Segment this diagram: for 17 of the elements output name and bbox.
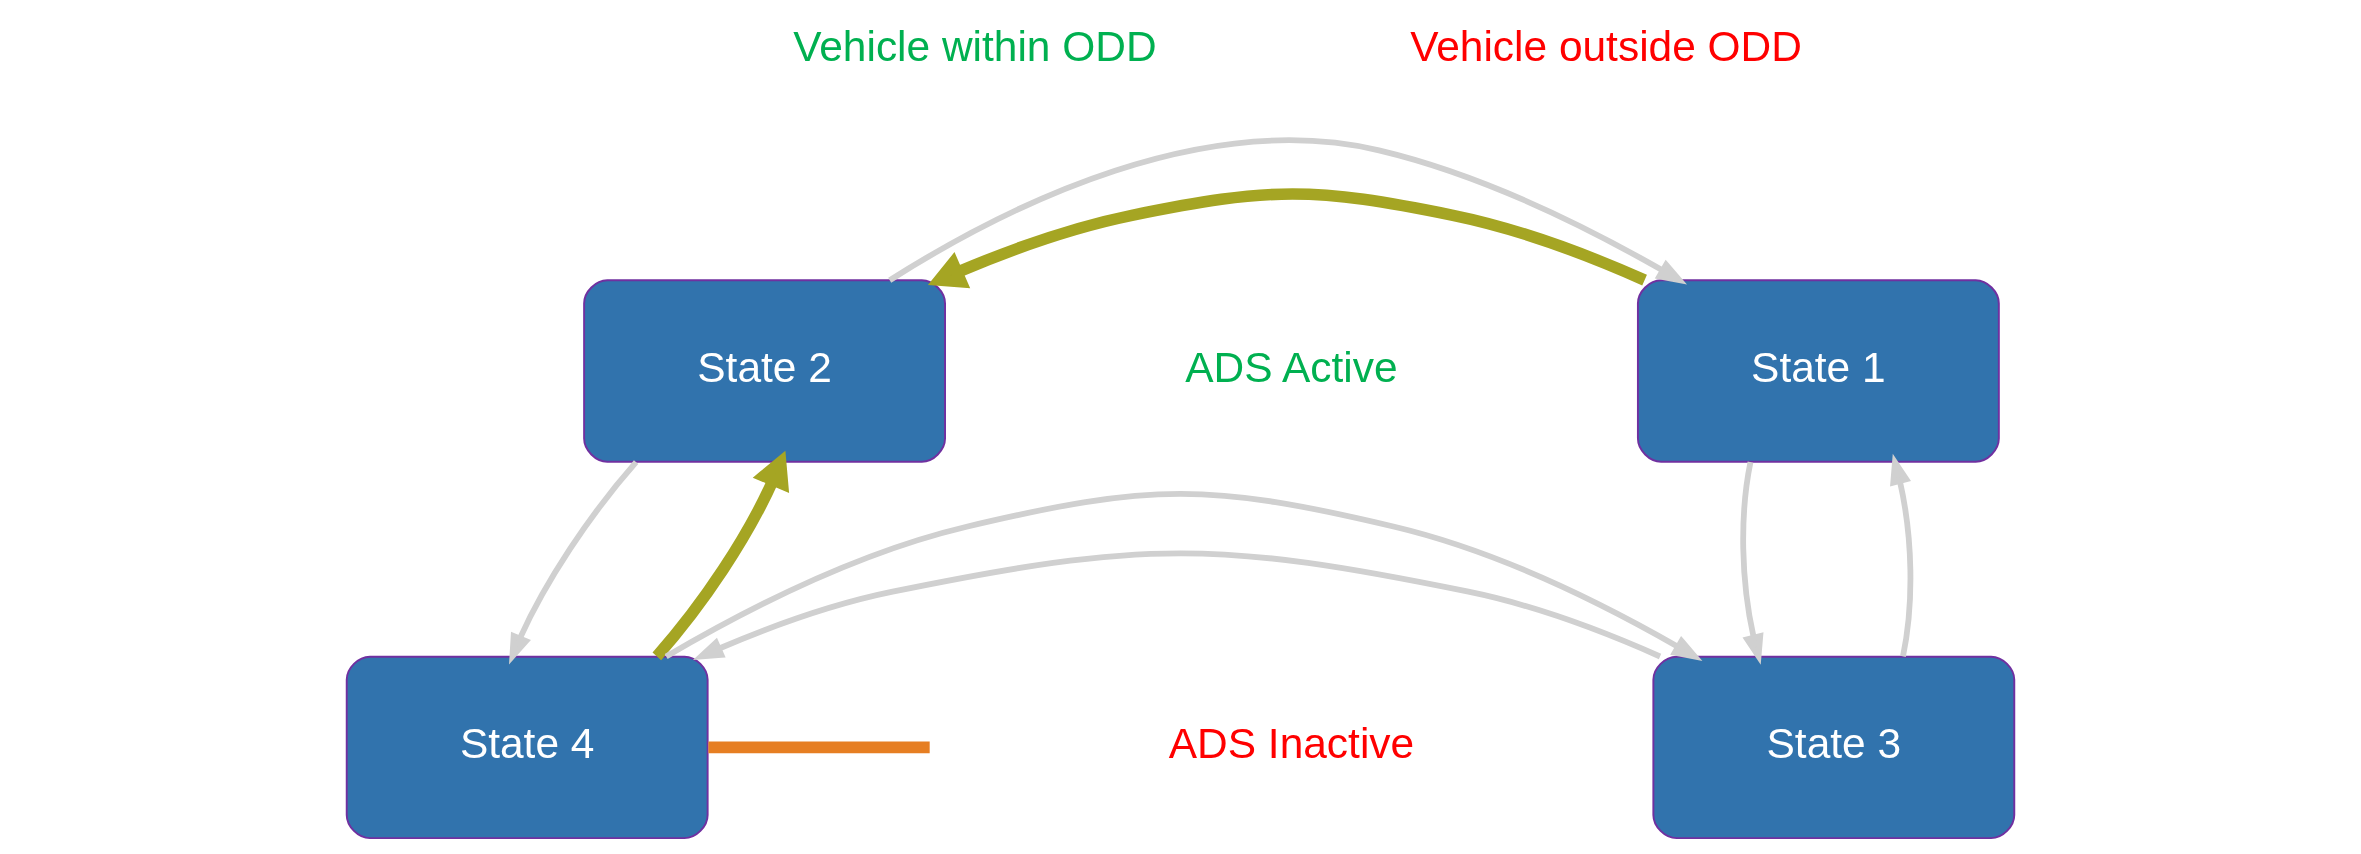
- node-box: State 2: [583, 279, 946, 463]
- label: Vehicle within ODD: [793, 23, 1157, 71]
- arrow: [888, 137, 1687, 285]
- label: ADS Active: [1185, 343, 1398, 391]
- arrow: [692, 550, 1662, 660]
- arrow: [664, 491, 1703, 661]
- arrow: [927, 188, 1647, 289]
- node-box: State 1: [1636, 279, 2000, 463]
- arrow: [1740, 461, 1764, 665]
- label: ADS Inactive: [1168, 720, 1415, 768]
- connector: [708, 741, 930, 754]
- arrow: [509, 460, 639, 665]
- arrow: [1890, 453, 1914, 657]
- node-box: State 3: [1652, 655, 2016, 840]
- arrow: [652, 450, 790, 661]
- node-box: State 4: [345, 655, 709, 840]
- label: Vehicle outside ODD: [1410, 23, 1802, 71]
